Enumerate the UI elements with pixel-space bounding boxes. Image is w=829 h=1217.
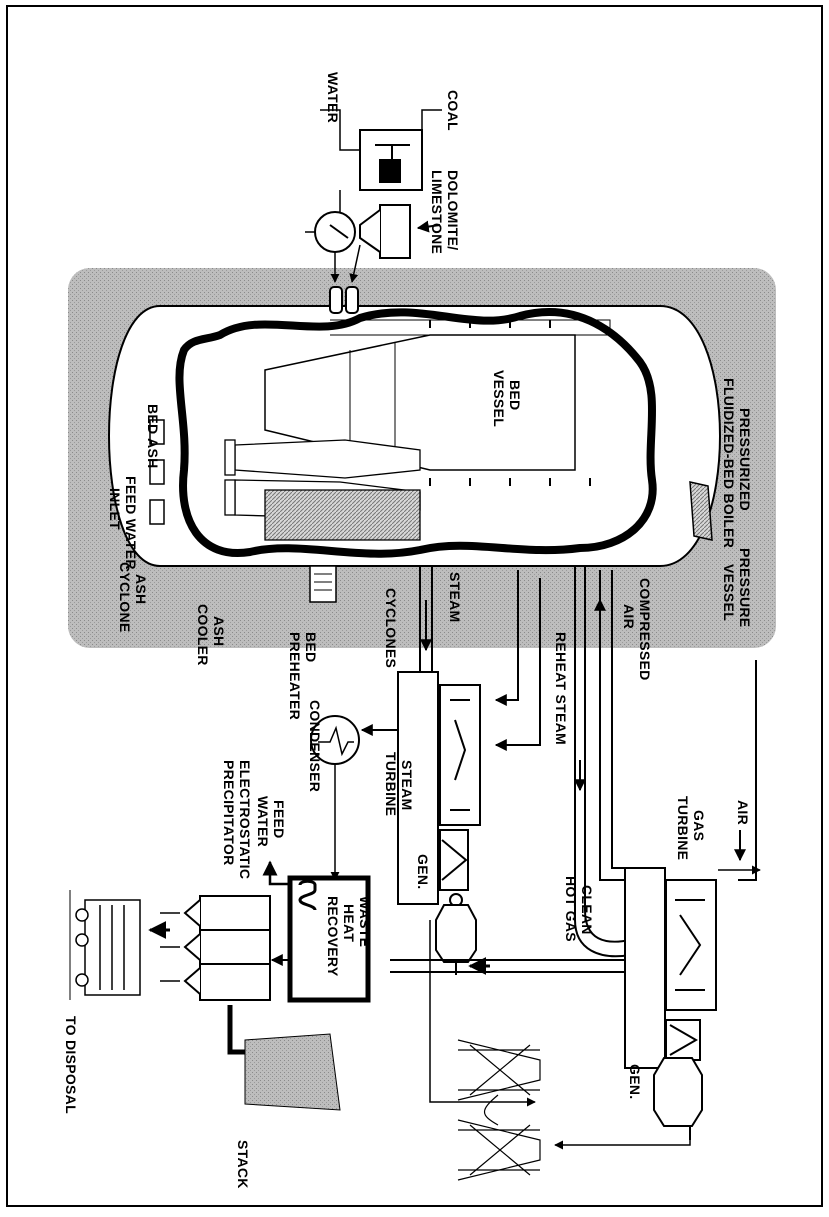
label-reheat-steam: REHEAT STEAM	[553, 632, 569, 745]
label-bed-line2: VESSEL	[491, 370, 507, 427]
label-to-disposal: TO DISPOSAL	[63, 1016, 79, 1114]
label-esp-1: ELECTROSTATIC	[237, 760, 253, 879]
label-steam-turbine-2: TURBINE	[383, 752, 399, 816]
bed-preheater-unit	[310, 566, 336, 602]
label-cyclone-ash-2: ASH	[133, 574, 149, 604]
label-feed-water-1: FEED	[271, 800, 287, 839]
label-pressure-line2: VESSEL	[721, 564, 737, 621]
label-bed-line1: BED	[507, 380, 523, 410]
label-limestone: LIMESTONE	[429, 170, 445, 254]
label-compressed-air: AIR	[621, 604, 637, 629]
label-compressed: COMPRESSED	[637, 578, 653, 681]
label-gen-2: GEN.	[627, 1064, 643, 1099]
label-coal: COAL	[445, 90, 461, 131]
vessel-dome	[690, 482, 712, 540]
label-ash-cooler-2: COOLER	[195, 604, 211, 666]
label-bed-preheater-1: BED	[303, 632, 319, 662]
label-cyclone-ash-1: CYCLONE	[117, 562, 133, 633]
label-clean-hot-gas-2: HOT GAS	[563, 876, 579, 942]
label-air: AIR	[735, 800, 751, 825]
label-steam: STEAM	[447, 572, 463, 623]
label-dolomite: DOLOMITE/	[445, 170, 461, 250]
label-ash-cooler-1: ASH	[211, 616, 227, 646]
label-condenser: CONDENSER	[307, 700, 323, 792]
label-esp-2: PRECIPITATOR	[221, 760, 237, 866]
label-gas-turbine-1: GAS	[691, 810, 707, 841]
label-cyclones: CYCLONES	[383, 588, 399, 668]
label-steam-turbine-1: STEAM	[399, 760, 415, 811]
label-feed-water-2: WATER	[255, 796, 271, 847]
label-gen-1: GEN.	[415, 854, 431, 889]
label-water: WATER	[325, 72, 341, 123]
label-pressure-line1: PRESSURE	[737, 548, 753, 627]
label-gas-turbine-2: TURBINE	[675, 796, 691, 860]
label-pfb-line1: PRESSURIZED	[737, 408, 753, 511]
label-feed-water-inlet-2: INLET	[107, 488, 123, 530]
label-whr-3: RECOVERY	[325, 896, 341, 977]
label-bed-ash: BED ASH	[145, 404, 161, 469]
label-feed-water-inlet-1: FEED WATER	[123, 476, 139, 570]
label-whr-2: HEAT	[341, 904, 357, 942]
coal-water-mixer	[360, 130, 422, 190]
electrostatic-precipitator	[185, 896, 270, 1000]
label-clean-hot-gas-1: CLEAN	[579, 885, 595, 935]
label-stack: STACK	[235, 1140, 251, 1189]
label-pfb-line2: FLUIDIZED-BED BOILER	[721, 378, 737, 548]
label-bed-preheater-2: PREHEATER	[287, 632, 303, 720]
label-whr-1: WASTE	[357, 896, 373, 947]
